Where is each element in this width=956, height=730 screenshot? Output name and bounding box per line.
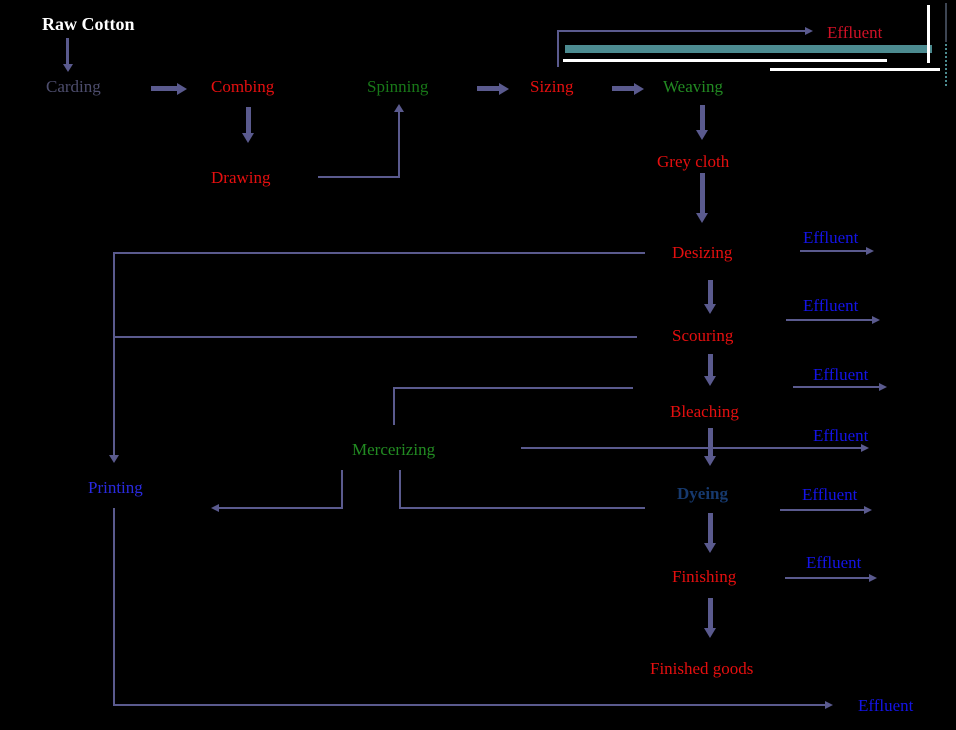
- arrowhead-combing-to-drawing: [242, 133, 254, 143]
- arrow-greycloth-to-desizing: [700, 173, 705, 213]
- arrowhead-finishing-to-finished-goods: [704, 628, 716, 638]
- arrowhead-scouring-to-bleaching: [704, 376, 716, 386]
- arrowhead-rawcotton-to-carding: [63, 64, 73, 72]
- arrowhead-weaving-to-greycloth: [696, 130, 708, 140]
- node-sizing: Sizing: [530, 77, 574, 96]
- arrow-finishing-to-finished-goods: [708, 598, 713, 628]
- arrowhead-bleaching-effluent: [879, 383, 887, 391]
- node-finishing: Finishing: [672, 567, 737, 586]
- node-raw-cotton: Raw Cotton: [42, 14, 135, 34]
- arrowhead-spinning-to-sizing: [499, 83, 509, 95]
- node-mercerizing: Mercerizing: [352, 440, 436, 459]
- arrowhead-scouring-effluent: [872, 316, 880, 324]
- arrow-dyeing-to-finishing: [708, 513, 713, 543]
- node-printing: Printing: [88, 478, 143, 497]
- line-trunk-upper-v: [113, 253, 115, 455]
- arrowhead-desizing-to-scouring: [704, 304, 716, 314]
- arrowhead-bottom-effluent: [825, 701, 833, 709]
- node-spinning: Spinning: [367, 77, 429, 96]
- line-bleaching-effluent: [793, 386, 879, 388]
- line-mercerizing-to-dyeing-h: [399, 507, 645, 509]
- line-mercerizing-to-printing-v: [341, 470, 343, 508]
- line-drawing-to-spinning-h: [318, 176, 400, 178]
- arrow-weaving-to-greycloth: [700, 105, 705, 130]
- arrowhead-mercerizing-effluent: [861, 444, 869, 452]
- white-line-vertical: [927, 5, 930, 63]
- arrowhead-desizing-effluent: [866, 247, 874, 255]
- arrowhead-finishing-effluent: [869, 574, 877, 582]
- arrowhead-mercerizing-to-printing: [211, 504, 219, 512]
- arrowhead-sizing-to-weaving: [634, 83, 644, 95]
- effluent-label-bleaching: Effluent: [813, 365, 869, 384]
- line-bleaching-to-mercerizing-h: [393, 387, 633, 389]
- node-combing: Combing: [211, 77, 275, 96]
- arrowhead-dyeing-to-finishing: [704, 543, 716, 553]
- white-line-lower: [770, 68, 940, 71]
- arrow-rawcotton-to-carding: [66, 38, 69, 65]
- teal-dotted-line-vertical: [945, 44, 947, 86]
- dark-line-vertical: [945, 3, 947, 42]
- line-dyeing-effluent: [780, 509, 864, 511]
- arrowhead-bleaching-to-dyeing: [704, 456, 716, 466]
- arrow-carding-to-combing: [151, 86, 177, 91]
- teal-bar: [565, 45, 932, 53]
- line-scouring-effluent: [786, 319, 872, 321]
- white-line-upper: [563, 59, 887, 62]
- node-dyeing: Dyeing: [677, 484, 728, 503]
- effluent-label-scouring: Effluent: [803, 296, 859, 315]
- line-mercerizing-to-printing-h: [219, 507, 343, 509]
- arrowhead-sizing-effluent: [805, 27, 813, 35]
- node-finished-goods: Finished goods: [650, 659, 754, 678]
- line-finishing-effluent: [785, 577, 869, 579]
- arrow-combing-to-drawing: [246, 107, 251, 133]
- node-drawing: Drawing: [211, 168, 271, 187]
- effluent-label-finishing: Effluent: [806, 553, 862, 572]
- arrow-bleaching-to-dyeing: [708, 428, 713, 456]
- node-carding: Carding: [46, 77, 101, 96]
- node-grey-cloth: Grey cloth: [657, 152, 730, 171]
- node-desizing: Desizing: [672, 243, 733, 262]
- arrow-spinning-to-sizing: [477, 86, 499, 91]
- node-bleaching: Bleaching: [670, 402, 739, 421]
- line-mercerizing-effluent: [521, 447, 861, 449]
- line-sizing-effluent-v: [557, 31, 559, 67]
- effluent-label-desizing: Effluent: [803, 228, 859, 247]
- line-bleaching-to-mercerizing-v: [393, 388, 395, 425]
- line-sizing-effluent-h: [557, 30, 805, 32]
- arrowhead-drawing-to-spinning: [394, 104, 404, 112]
- line-trunk-to-scouring: [113, 336, 637, 338]
- line-bottom-effluent: [113, 704, 825, 706]
- arrow-desizing-to-scouring: [708, 280, 713, 304]
- arrowhead-dyeing-effluent: [864, 506, 872, 514]
- line-trunk-lower-v: [113, 508, 115, 706]
- arrowhead-carding-to-combing: [177, 83, 187, 95]
- arrowhead-trunk-to-printing: [109, 455, 119, 463]
- node-scouring: Scouring: [672, 326, 734, 345]
- line-trunk-to-desizing: [113, 252, 645, 254]
- node-weaving: Weaving: [663, 77, 723, 96]
- effluent-label-bottom: Effluent: [858, 696, 914, 715]
- line-drawing-to-spinning-v: [398, 112, 400, 178]
- line-desizing-effluent: [800, 250, 866, 252]
- arrow-scouring-to-bleaching: [708, 354, 713, 376]
- arrowhead-greycloth-to-desizing: [696, 213, 708, 223]
- effluent-label-sizing: Effluent: [827, 23, 883, 42]
- arrow-sizing-to-weaving: [612, 86, 634, 91]
- effluent-label-dyeing: Effluent: [802, 485, 858, 504]
- effluent-label-mercerizing: Effluent: [813, 426, 869, 445]
- line-mercerizing-to-dyeing-v: [399, 470, 401, 508]
